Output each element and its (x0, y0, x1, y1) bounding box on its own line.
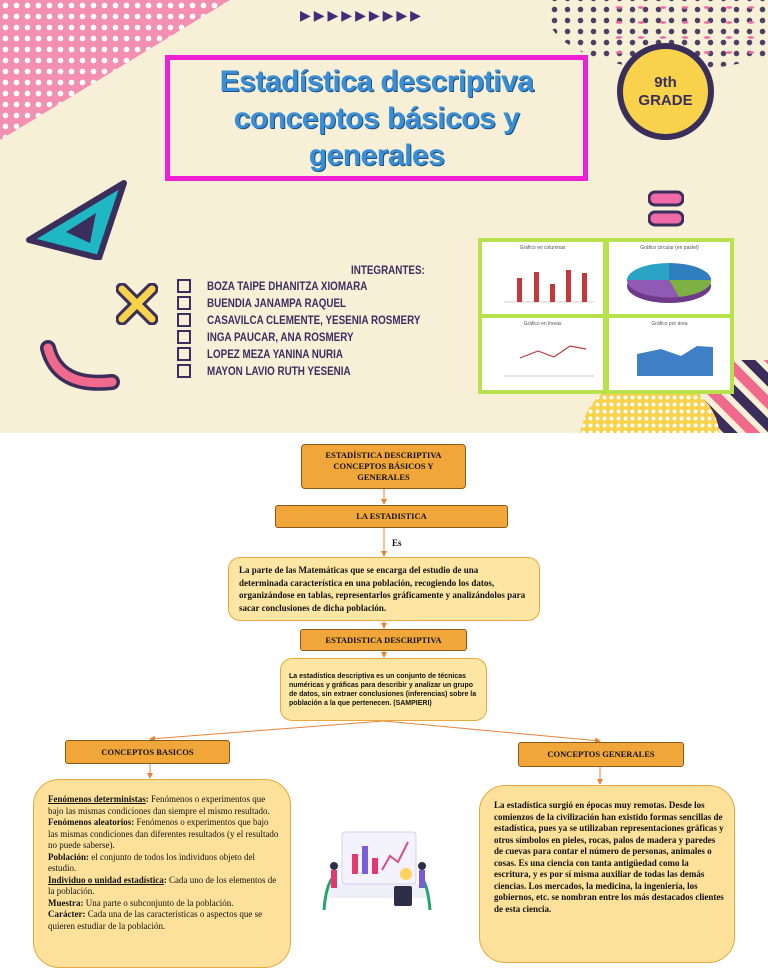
definition-separator: : (131, 817, 137, 827)
definition-term: Carácter (48, 909, 83, 919)
basicos-node: CONCEPTOS BASICOS (65, 740, 230, 764)
member-item: BOZA TAIPE DHANITZA XIOMARA (177, 277, 467, 294)
dash-pattern-decor (608, 0, 768, 55)
grade-badge: 9th GRADE (617, 43, 714, 140)
member-item: LOPEZ MEZA YANINA NURIA (177, 345, 467, 362)
definition-node: La parte de las Matemáticas que se encar… (228, 557, 540, 621)
title-frame: Estadística descriptiva conceptos básico… (165, 55, 588, 181)
triangle-ruler-icon (26, 180, 127, 260)
grade-number: 9th (654, 73, 677, 91)
column-chart-thumbnail: Gráfico en columnas (482, 242, 603, 314)
chart-types-panel: Gráfico en columnas Gráfico circular (en… (478, 238, 734, 394)
member-name: BUENDIA JANAMPA RAQUEL (207, 295, 347, 310)
definition-item: Fenómenos aleatorios: Fenómenos o experi… (48, 817, 280, 852)
mini-chart-title: Gráfico por área (651, 321, 688, 327)
definition-term: Población (48, 851, 87, 862)
checkbox-icon (177, 312, 191, 327)
descriptiva-node: ESTADISTICA DESCRIPTIVA (300, 629, 467, 651)
cover-banner: ▶▶▶▶▶▶▶▶▶ Estadística descriptiva concep… (0, 0, 768, 433)
checkbox-icon (177, 295, 191, 310)
grade-label: GRADE (638, 91, 693, 109)
generales-node: CONCEPTOS GENERALES (518, 742, 684, 767)
generales-text-node: La estadística surgió en épocas muy remo… (479, 785, 735, 963)
member-item: BUENDIA JANAMPA RAQUEL (177, 294, 467, 311)
definition-term: Individuo o unidad estadística (48, 874, 164, 885)
definition-term: Fenómenos aleatorios (48, 817, 132, 827)
data-analysis-illustration (318, 826, 438, 911)
definition-item: Población: el conjunto de todos los indi… (48, 852, 280, 875)
member-name: INGA PAUCAR, ANA ROSMERY (207, 329, 354, 344)
definition-term: Muestra (48, 897, 81, 908)
member-item: MAYON LAVIO RUTH YESENIA (177, 362, 467, 379)
root-node: ESTADÍSTICA DESCRIPTIVA CONCEPTOS BÁSICO… (301, 444, 466, 489)
definition-item: Fenómenos deterministas: Fenómenos o exp… (48, 794, 280, 817)
definition-item: Muestra: Una parte o subconjunto de la p… (48, 898, 280, 910)
member-name: MAYON LAVIO RUTH YESENIA (207, 363, 351, 378)
title-line-2: conceptos básicos y (233, 101, 520, 135)
presentation-board-icon (318, 826, 438, 911)
line-chart-icon (504, 345, 594, 377)
connector-line (149, 720, 385, 742)
member-name: CASAVILCA CLEMENTE, YESENIA ROSMERY (207, 312, 421, 327)
definition-item: Carácter: Cada una de las característica… (48, 909, 280, 932)
stack-icon (648, 190, 684, 227)
member-name: BOZA TAIPE DHANITZA XIOMARA (207, 278, 368, 293)
area-chart-thumbnail: Gráfico por área (609, 318, 730, 390)
connector-line (383, 720, 601, 744)
x-mark-icon (116, 283, 158, 325)
line-chart-thumbnail: Gráfico en líneas (482, 318, 603, 390)
area-chart-icon (637, 346, 713, 376)
member-name: LOPEZ MEZA YANINA NURIA (207, 346, 343, 361)
descriptiva-text-node: La estadística descriptiva es un conjunt… (280, 658, 487, 721)
pie-chart-icon (626, 263, 712, 303)
definition-text: Fenómenos o experimentos que bajo las mi… (48, 817, 279, 850)
basicos-definition-list: Fenómenos deterministas: Fenómenos o exp… (48, 794, 280, 932)
definition-separator: : (82, 909, 88, 919)
checkbox-icon (177, 346, 191, 361)
pie-chart-thumbnail: Gráfico circular (en pastel) (609, 242, 730, 314)
mini-chart-title: Gráfico en columnas (519, 245, 566, 251)
column-chart-icon (504, 270, 594, 303)
member-item: INGA PAUCAR, ANA ROSMERY (177, 328, 467, 345)
definition-separator: : (80, 897, 86, 908)
definition-text: el conjunto de todos los individuos obje… (48, 851, 256, 874)
checkbox-icon (177, 329, 191, 344)
definition-text: Fenómenos o experimentos que bajo las mi… (48, 794, 270, 816)
definition-separator: : (163, 874, 170, 885)
definition-separator: : (145, 794, 151, 804)
basicos-text-node: Fenómenos deterministas: Fenómenos o exp… (33, 779, 291, 968)
definition-item: Individuo o unidad estadística: Cada uno… (48, 875, 280, 898)
definition-separator: : (86, 851, 92, 862)
title-line-3: generales (308, 138, 445, 172)
member-item: CASAVILCA CLEMENTE, YESENIA ROSMERY (177, 311, 467, 328)
arrow-row-decor: ▶▶▶▶▶▶▶▶▶ (300, 8, 424, 24)
definition-term: Fenómenos deterministas (48, 794, 146, 804)
title-line-1: Estadística descriptiva (219, 64, 534, 98)
mini-chart-title: Gráfico circular (en pastel) (640, 245, 699, 251)
checkbox-icon (177, 363, 191, 378)
checkbox-icon (177, 278, 191, 293)
definition-text: Una parte o subconjunto de la población. (85, 897, 234, 908)
definition-text: Cada uno de los elementos de la població… (48, 874, 277, 897)
page-title: Estadística descriptiva conceptos básico… (220, 63, 534, 174)
team-heading: INTEGRANTES: (351, 263, 425, 277)
member-list: BOZA TAIPE DHANITZA XIOMARA BUENDIA JANA… (177, 277, 467, 379)
curve-ruler-icon (40, 340, 120, 391)
link-label-es: Es (392, 538, 402, 548)
definition-text: Cada una de las características o aspect… (48, 909, 263, 931)
mini-chart-title: Gráfico en líneas (523, 321, 562, 327)
estadistica-node: LA ESTADISTICA (275, 505, 508, 528)
